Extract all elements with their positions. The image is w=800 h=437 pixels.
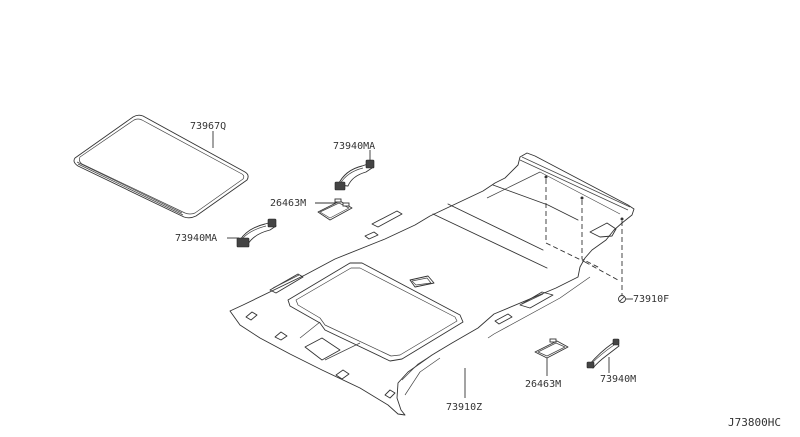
assist-grip-rear-part[interactable] bbox=[586, 338, 620, 369]
map-lamp-front-part[interactable] bbox=[317, 198, 353, 221]
part-label-73940MA-top[interactable]: 73940MA bbox=[333, 141, 375, 152]
part-label-26463M-rear[interactable]: 26463M bbox=[525, 379, 561, 390]
sunroof-seal-part[interactable] bbox=[73, 114, 249, 219]
part-label-73910Z[interactable]: 73910Z bbox=[446, 402, 482, 413]
assist-grip-front-right-part[interactable] bbox=[334, 159, 375, 191]
diagram-reference-code: J73800HC bbox=[728, 416, 781, 429]
part-label-73940MA-left[interactable]: 73940MA bbox=[175, 233, 217, 244]
part-label-73940M[interactable]: 73940M bbox=[600, 374, 636, 385]
part-label-26463M-front[interactable]: 26463M bbox=[270, 198, 306, 209]
clip-part[interactable] bbox=[618, 295, 626, 303]
part-label-73967Q[interactable]: 73967Q bbox=[190, 121, 226, 132]
part-label-73910F[interactable]: 73910F bbox=[633, 294, 669, 305]
headliner-part[interactable] bbox=[229, 152, 635, 416]
assist-grip-front-left-part[interactable] bbox=[236, 218, 277, 248]
map-lamp-rear-part[interactable] bbox=[534, 338, 569, 359]
clip-guide-lines bbox=[544, 175, 624, 295]
